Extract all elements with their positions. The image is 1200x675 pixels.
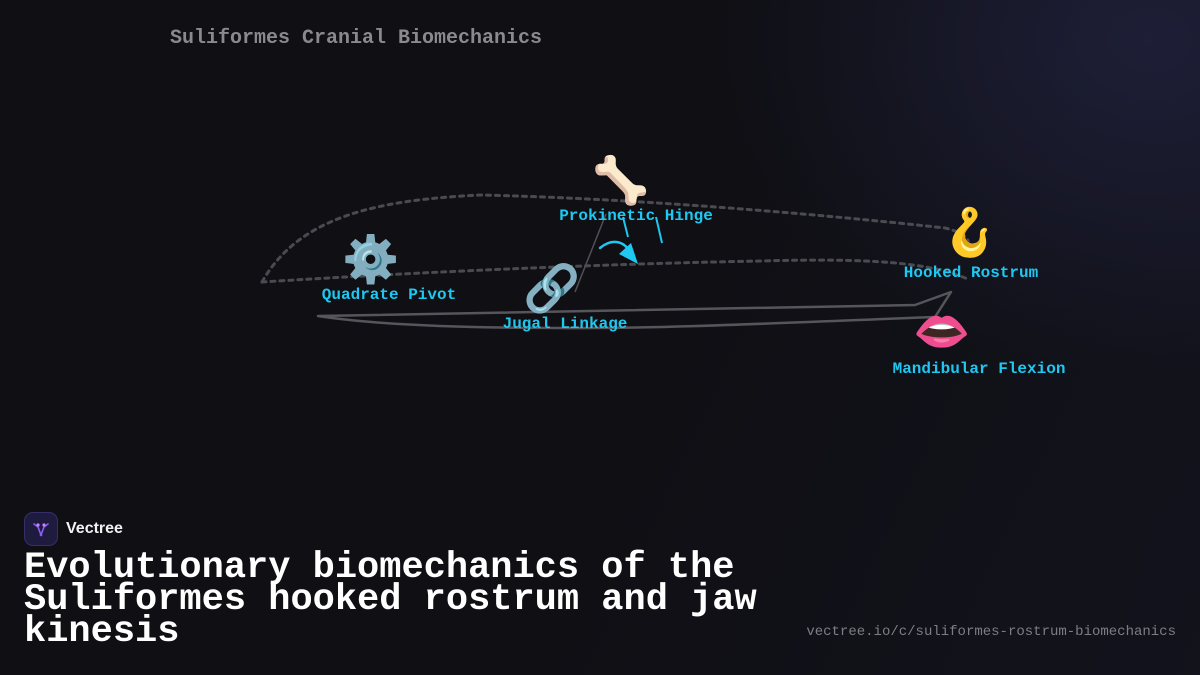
upper-bill-lower-edge xyxy=(260,258,972,284)
jugal-to-hinge-link xyxy=(574,213,607,293)
node-label-mandibular-flexion: Mandibular Flexion xyxy=(892,360,1066,378)
mandible-outline xyxy=(316,290,953,330)
brand: Vectree xyxy=(24,512,123,546)
hook-icon: 🪝 xyxy=(941,205,999,259)
node-label-quadrate-pivot: Quadrate Pivot xyxy=(321,286,457,304)
brand-name: Vectree xyxy=(66,520,123,537)
chain-link-icon: 🔗 xyxy=(523,261,581,315)
gear-icon: ⚙️ xyxy=(342,232,400,286)
mouth-icon: 👄 xyxy=(913,304,971,358)
source-url[interactable]: vectree.io/c/suliformes-rostrum-biomecha… xyxy=(806,624,1176,640)
diagram-title: Suliformes Cranial Biomechanics xyxy=(170,27,543,50)
hinge-tick-left xyxy=(622,216,629,238)
rotation-arrow-head xyxy=(619,243,638,264)
headline: Evolutionary biomechanics of the Sulifor… xyxy=(24,547,757,653)
hinge-tick-right xyxy=(655,216,663,244)
node-label-jugal-linkage: Jugal Linkage xyxy=(502,315,628,333)
vectree-logo-icon xyxy=(24,512,58,546)
bone-icon: 🦴 xyxy=(592,153,650,207)
node-label-prokinetic-hinge: Prokinetic Hinge xyxy=(559,207,713,225)
skull-outline-upper xyxy=(260,193,970,284)
node-label-hooked-rostrum: Hooked Rostrum xyxy=(903,264,1039,282)
